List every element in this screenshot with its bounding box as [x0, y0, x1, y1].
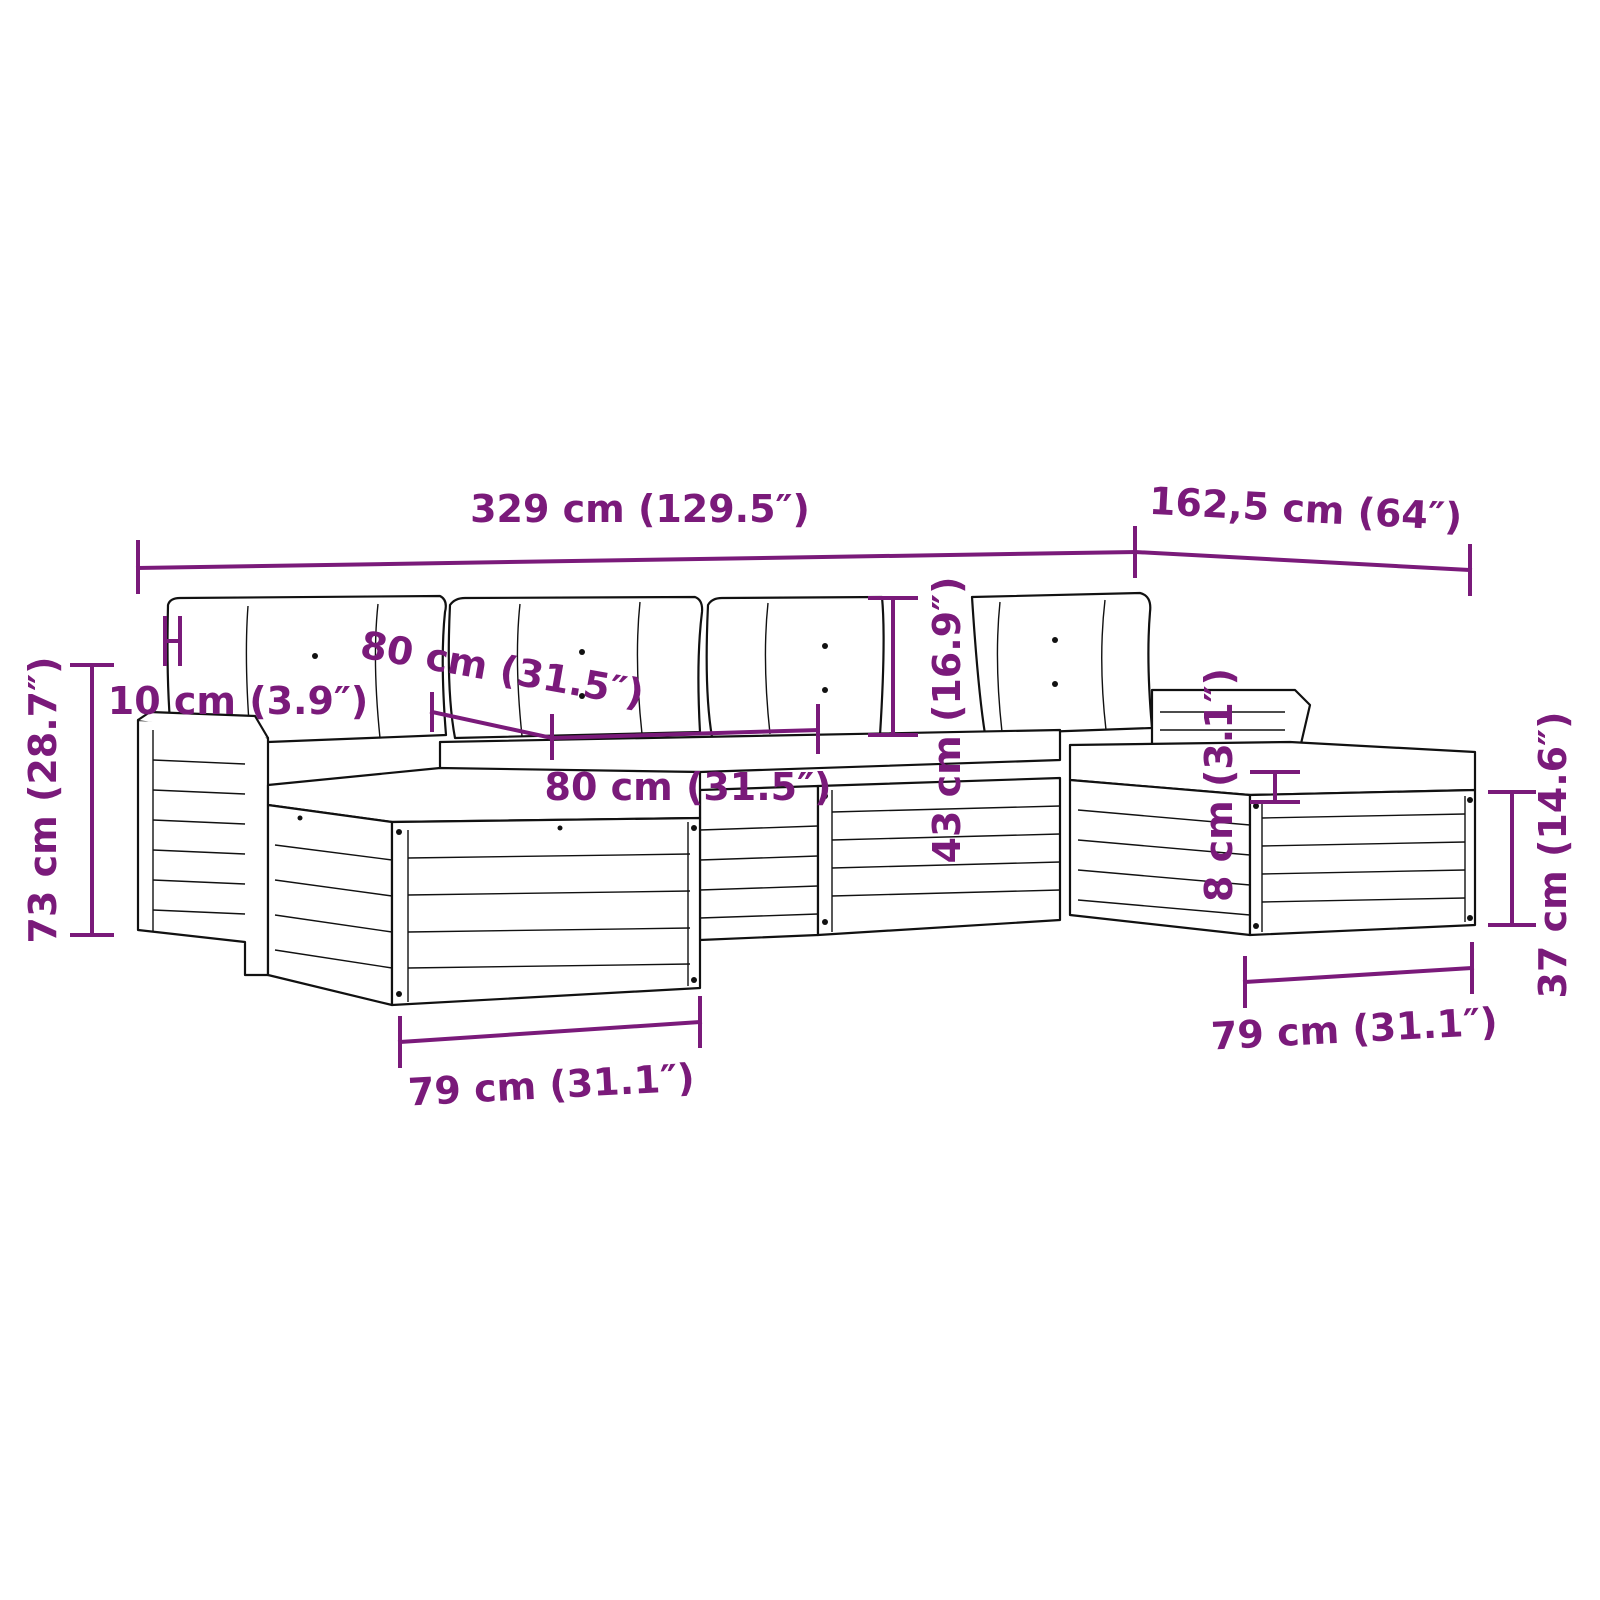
back-cushions	[166, 591, 1154, 744]
backrest-height-label: 43 cm (16.9″)	[925, 577, 969, 864]
right-armrest	[1150, 688, 1312, 750]
module-width-label: 80 cm (31.5″)	[545, 765, 832, 809]
front-footstool-width-label: 79 cm (31.1″)	[407, 1056, 696, 1115]
total-height-label: 73 cm (28.7″)	[21, 657, 65, 944]
sofa-illustration	[136, 591, 1477, 1007]
right-footstool-width-label: 79 cm (31.1″)	[1210, 1000, 1499, 1059]
dimension-lines	[70, 526, 1536, 1068]
front-left-footstool	[266, 766, 702, 1007]
armrest-width-label: 10 cm (3.9″)	[108, 679, 369, 723]
total-depth-label: 162,5 cm (64″)	[1148, 479, 1463, 539]
left-armrest	[136, 710, 270, 977]
right-footstool	[1068, 740, 1477, 937]
seat-height-label: 37 cm (14.6″)	[1531, 712, 1575, 999]
cushion-thickness-label: 8 cm (3.1″)	[1197, 668, 1241, 902]
middle-modules	[438, 728, 1062, 942]
total-length-label: 329 cm (129.5″)	[470, 487, 810, 531]
